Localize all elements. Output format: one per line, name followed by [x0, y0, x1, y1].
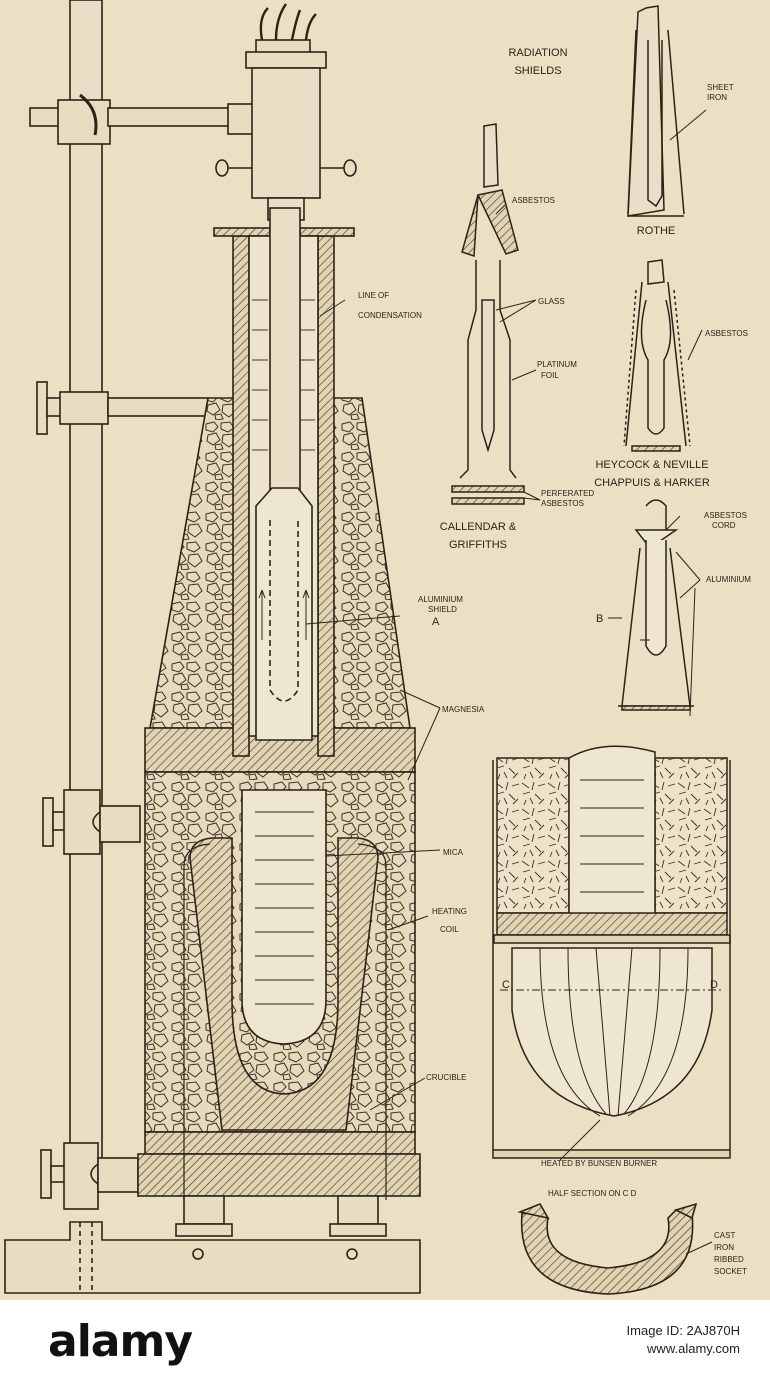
label-rothe: ROTHE — [637, 225, 676, 237]
footer-url[interactable]: www.alamy.com — [647, 1341, 740, 1356]
label-aluminium-shield: ALUMINIUM — [418, 595, 463, 604]
furnace — [137, 207, 421, 1260]
label-socket: SOCKET — [714, 1267, 747, 1276]
label-griffiths: GRIFFITHS — [449, 539, 507, 551]
label-platinum: PLATINUM — [537, 360, 577, 369]
label-cord: CORD — [712, 521, 736, 530]
label-heating: HEATING — [432, 907, 467, 916]
label-perforated-asbestos: ASBESTOS — [541, 499, 584, 508]
label-d: D — [710, 979, 718, 991]
label-glass: GLASS — [538, 297, 565, 306]
label-perforated: PERFERATED — [541, 489, 594, 498]
chappuis-harker-shield — [618, 499, 694, 711]
label-cast: CAST — [714, 1231, 735, 1240]
label-aluminium: ALUMINIUM — [706, 575, 751, 584]
label-line-of: LINE OF — [358, 291, 389, 300]
label-callendar: CALLENDAR & — [440, 521, 517, 533]
label-asbestos-right: ASBESTOS — [705, 329, 748, 338]
label-heated-by: HEATED BY BUNSEN BURNER — [541, 1159, 657, 1168]
cast-iron-ribbed-socket — [517, 1202, 698, 1295]
label-foil: FOIL — [541, 371, 559, 380]
retort-stand — [4, 0, 421, 1294]
rothe-shield — [627, 5, 685, 217]
label-a: A — [432, 616, 440, 628]
image-id: Image ID: 2AJ870H — [626, 1323, 740, 1338]
label-mica: MICA — [443, 848, 464, 857]
label-iron: IRON — [707, 93, 727, 102]
stock-footer: alamy Image ID: 2AJ870H www.alamy.com — [0, 1300, 770, 1390]
label-b: B — [596, 613, 603, 625]
label-shield: SHIELD — [428, 605, 457, 614]
label-crucible: CRUCIBLE — [426, 1073, 466, 1082]
diagram-plate: RADIATION SHIELDS SHEET IRON ROTHE ASBES… — [0, 0, 770, 1300]
label-c: C — [502, 979, 510, 991]
label-asbestos-top: ASBESTOS — [512, 196, 555, 205]
label-ribbed: RIBBED — [714, 1255, 744, 1264]
label-heycock: HEYCOCK & NEVILLE — [595, 459, 708, 471]
label-radiation: RADIATION — [508, 47, 567, 59]
label-condensation: CONDENSATION — [358, 311, 422, 320]
label-cast-iron: IRON — [714, 1243, 734, 1252]
heycock-neville-shield — [623, 259, 691, 452]
label-shields: SHIELDS — [514, 65, 561, 77]
label-chappuis: CHAPPUIS & HARKER — [594, 477, 710, 489]
label-asbestos-cord: ASBESTOS — [704, 511, 747, 520]
label-coil: COIL — [440, 925, 459, 934]
label-sheet: SHEET — [707, 83, 734, 92]
label-magnesia: MAGNESIA — [442, 705, 485, 714]
footer-info: Image ID: 2AJ870H www.alamy.com — [627, 1322, 740, 1358]
label-half-section: HALF SECTION ON C D — [548, 1189, 637, 1198]
bunsen-heated-block — [492, 745, 731, 1159]
alamy-logo: alamy — [48, 1316, 193, 1367]
leader-lines — [305, 109, 713, 1255]
apparatus-diagram: RADIATION SHIELDS SHEET IRON ROTHE ASBES… — [4, 0, 751, 1295]
diagram-labels: RADIATION SHIELDS SHEET IRON ROTHE ASBES… — [358, 47, 751, 1276]
